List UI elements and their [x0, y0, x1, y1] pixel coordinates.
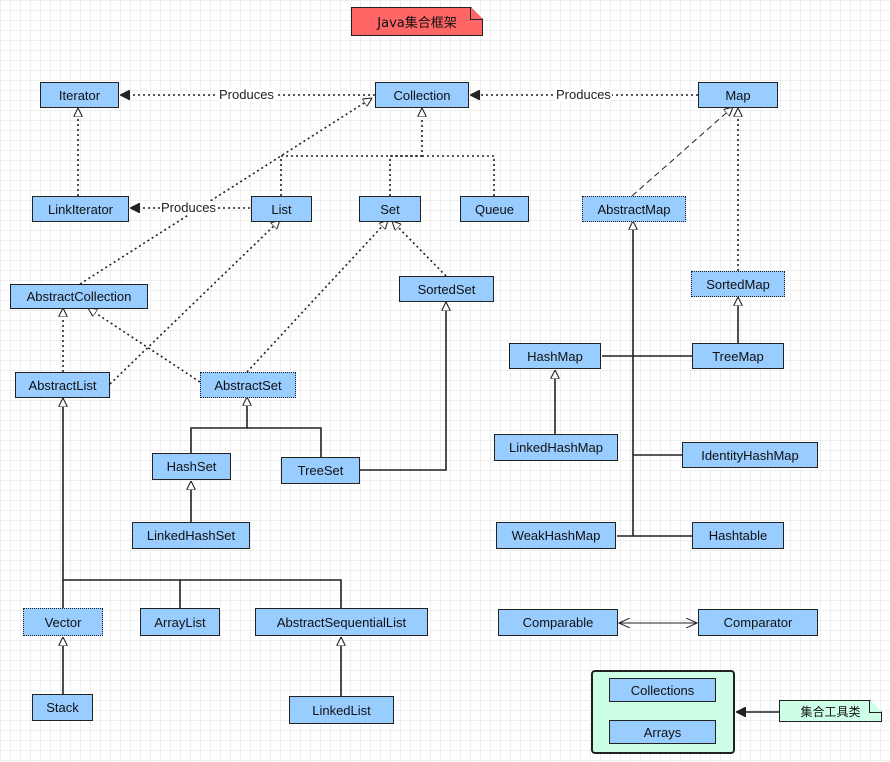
node-sortedmap[interactable]: SortedMap	[691, 271, 785, 297]
node-sortedset[interactable]: SortedSet	[399, 276, 494, 302]
node-identityhashmap[interactable]: IdentityHashMap	[682, 442, 818, 468]
edge-queue-collection	[422, 155, 495, 196]
node-linkiterator[interactable]: LinkIterator	[32, 196, 129, 222]
node-collections[interactable]: Collections	[609, 678, 716, 702]
node-abstractlist[interactable]: AbstractList	[15, 372, 110, 398]
diagram-title-text: Java集合框架	[377, 16, 457, 31]
edge-label-produces-iterator: Produces	[218, 87, 275, 102]
node-treemap[interactable]: TreeMap	[692, 343, 784, 369]
edge-abstractmap-map	[631, 107, 733, 197]
node-map[interactable]: Map	[698, 82, 778, 108]
node-abstractsequentiallist[interactable]: AbstractSequentialList	[255, 608, 428, 636]
node-vector[interactable]: Vector	[23, 608, 103, 636]
edge-label-produces-map: Produces	[555, 87, 612, 102]
edge-abstractlist-list	[109, 220, 280, 385]
edge-label-produces-list: Produces	[160, 200, 217, 215]
node-linkedhashset[interactable]: LinkedHashSet	[132, 522, 250, 549]
node-stack[interactable]: Stack	[32, 694, 93, 721]
node-abstractmap[interactable]: AbstractMap	[582, 196, 686, 222]
node-comparable[interactable]: Comparable	[498, 609, 618, 636]
diagram-title: Java集合框架	[351, 7, 483, 36]
node-abstractcollection[interactable]: AbstractCollection	[10, 284, 148, 309]
edge-abstractcollection-collection	[79, 97, 372, 285]
node-list[interactable]: List	[251, 196, 312, 222]
node-hashtable[interactable]: Hashtable	[692, 522, 784, 549]
edge-abstractset-abstractcollection	[88, 307, 201, 383]
edge-treeset-abstractset	[247, 427, 322, 457]
tools-note-text: 集合工具类	[800, 704, 861, 719]
tools-note-fold-corner	[869, 701, 881, 713]
node-iterator[interactable]: Iterator	[40, 82, 119, 108]
edge-set-collection	[389, 155, 422, 196]
node-linkedlist[interactable]: LinkedList	[289, 696, 394, 724]
edge-list-collection	[280, 108, 422, 196]
node-abstractset[interactable]: AbstractSet	[200, 372, 296, 398]
title-fold-corner	[470, 8, 482, 20]
node-arraylist[interactable]: ArrayList	[140, 608, 220, 636]
edge-arraylist-abstractlist	[63, 579, 181, 608]
edge-abstractset-set	[246, 220, 388, 373]
tools-note: 集合工具类	[779, 700, 882, 722]
edge-treeset-sortedset	[360, 302, 446, 471]
edge-abstractsequentiallist-abstractlist	[180, 579, 342, 608]
node-hashset[interactable]: HashSet	[152, 453, 231, 480]
edge-hashset-abstractset	[190, 397, 247, 453]
node-queue[interactable]: Queue	[460, 196, 529, 222]
node-hashmap[interactable]: HashMap	[509, 343, 601, 369]
node-set[interactable]: Set	[359, 196, 421, 222]
edge-sortedset-set	[392, 221, 447, 277]
node-linkedhashmap[interactable]: LinkedHashMap	[494, 434, 618, 461]
node-weakhashmap[interactable]: WeakHashMap	[496, 522, 616, 549]
node-comparator[interactable]: Comparator	[698, 609, 818, 636]
node-treeset[interactable]: TreeSet	[281, 457, 360, 484]
node-arrays[interactable]: Arrays	[609, 720, 716, 744]
edge-weakhashmap-abstractmap	[617, 221, 633, 537]
node-collection[interactable]: Collection	[375, 82, 469, 108]
